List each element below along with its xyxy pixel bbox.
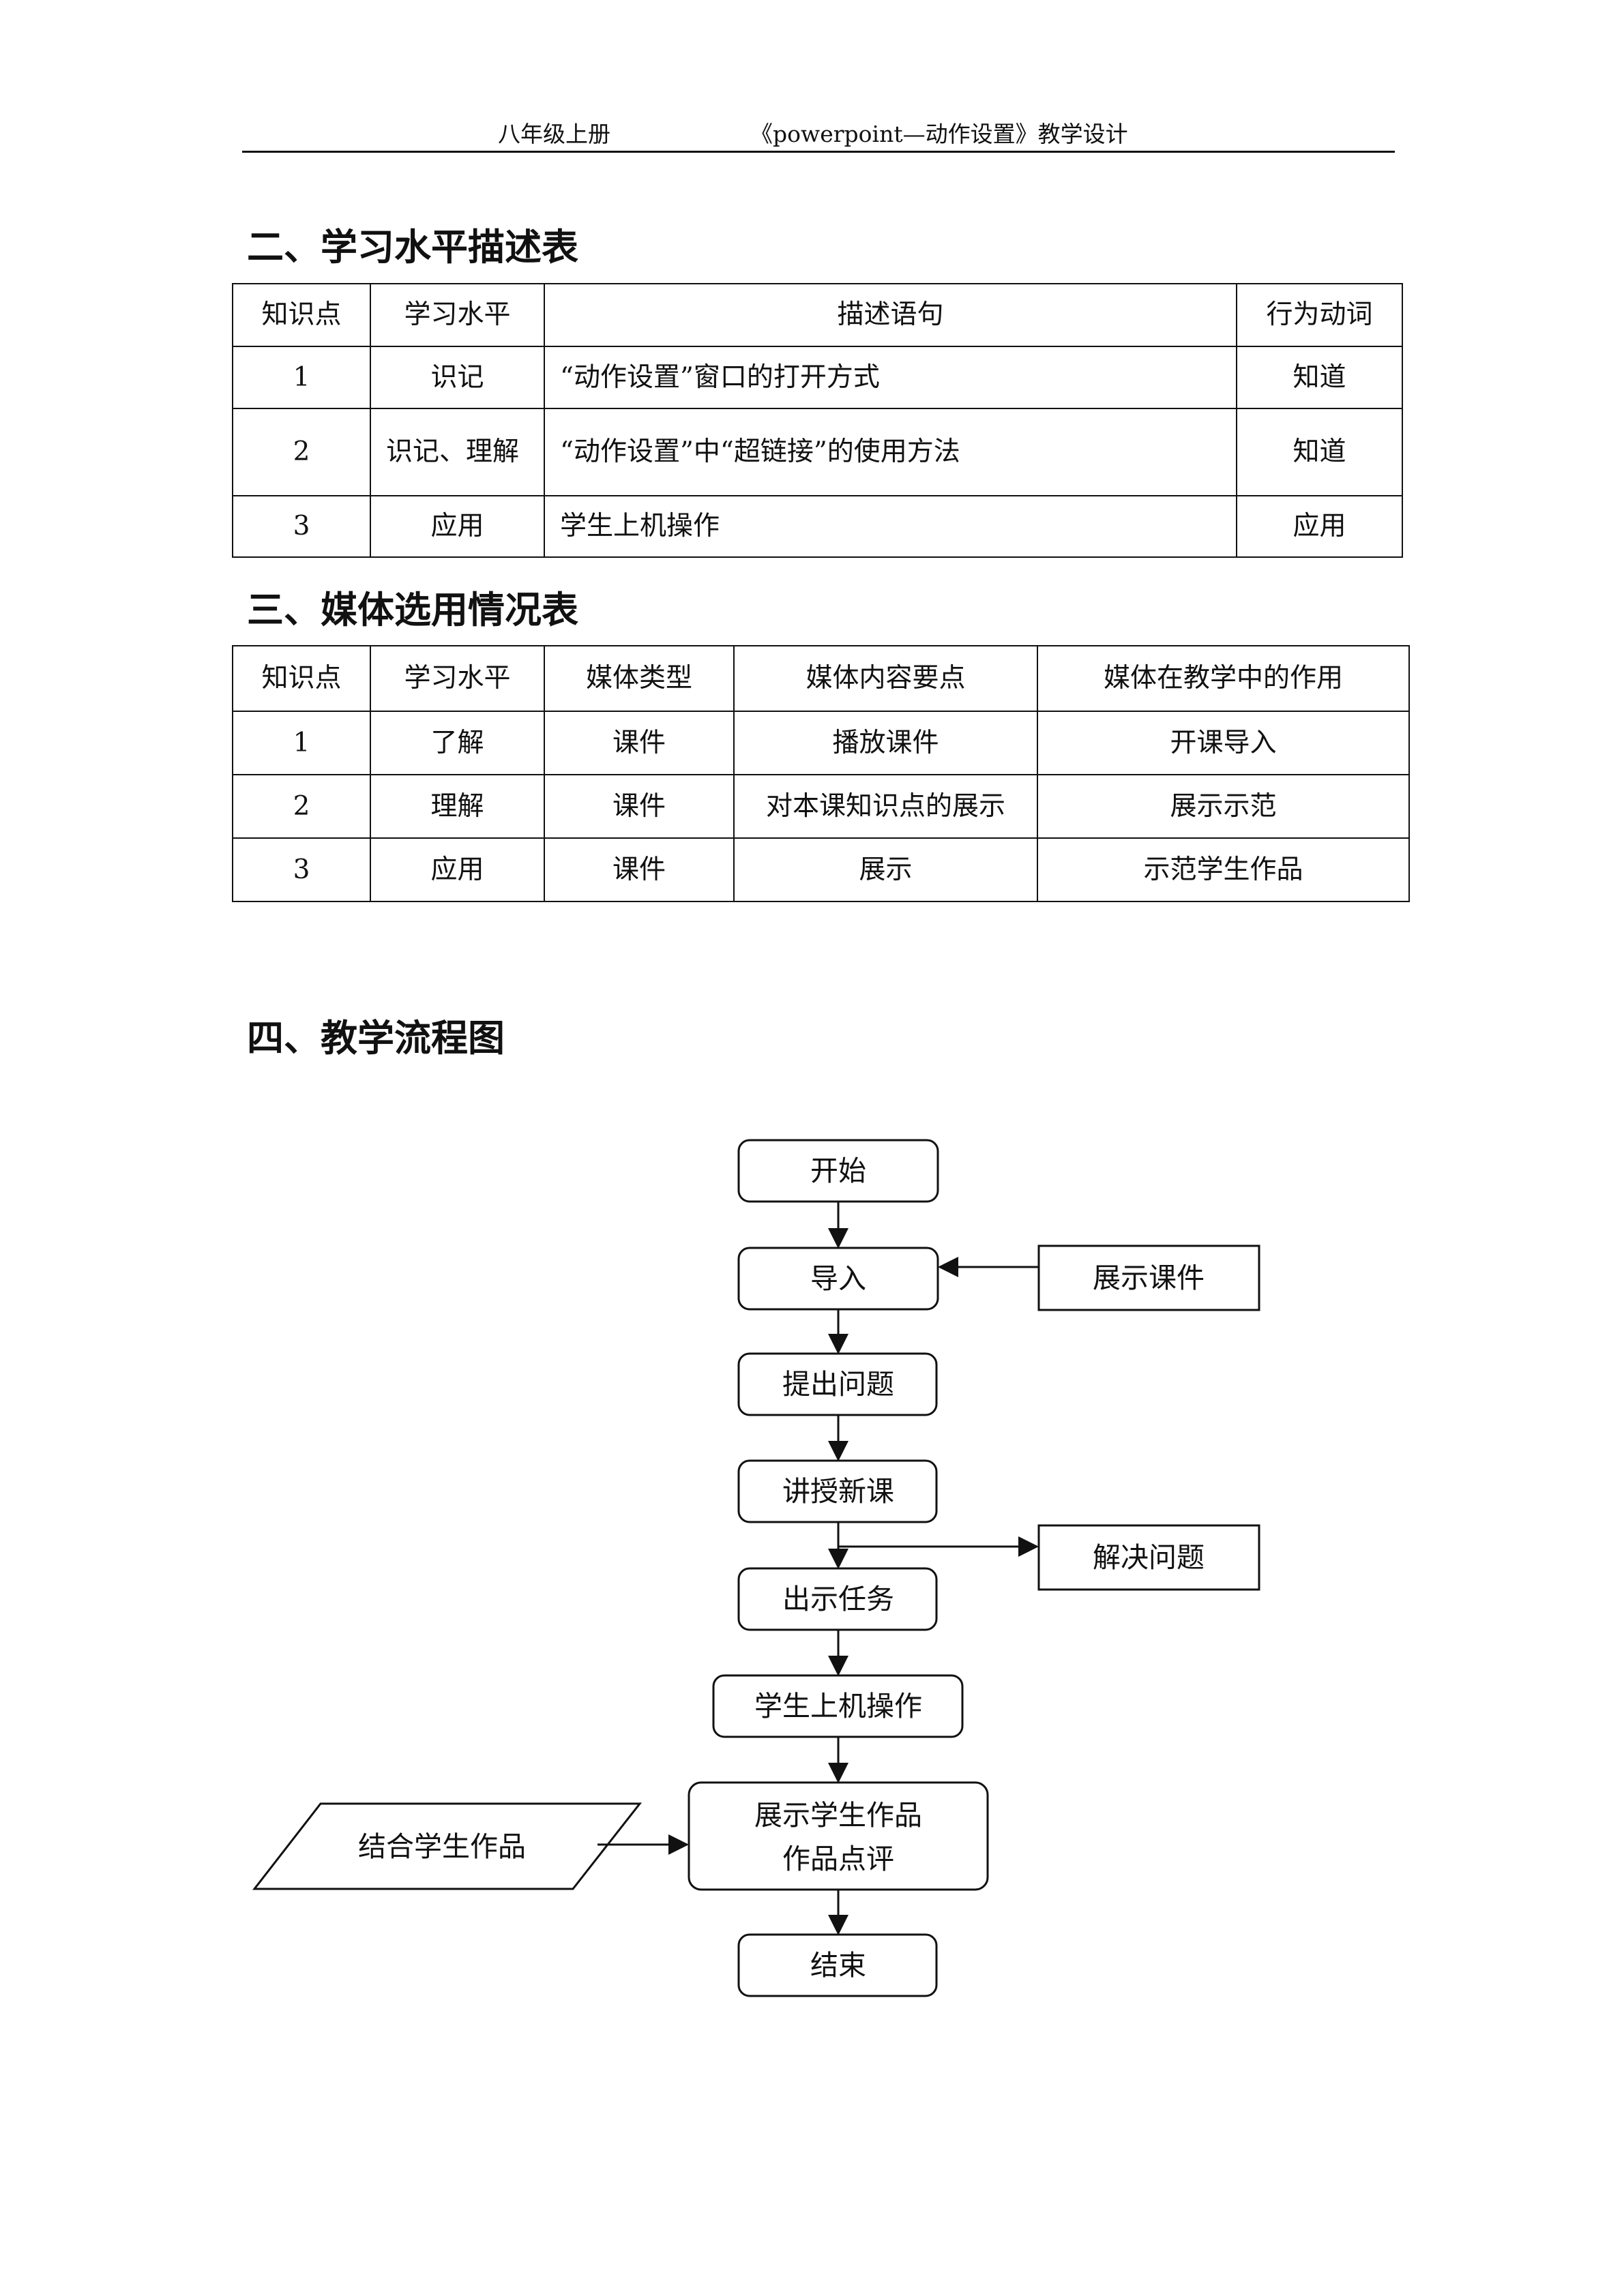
table-cell: 展示示范 [1037,774,1410,839]
table-cell: 理解 [370,774,545,839]
table-cell: “动作设置”窗口的打开方式 [544,346,1237,409]
section3-title: 三、媒体选用情况表 [247,588,578,631]
table-cell: 3 [232,495,371,558]
table-row: 3 应用 学生上机操作 应用 [232,495,1403,558]
table-cell: 课件 [544,837,735,902]
table-cell: 播放课件 [733,711,1038,775]
table-cell: 课件 [544,711,735,775]
table-cell: 知道 [1236,408,1403,496]
table-cell: “动作设置”中“超链接”的使用方法 [544,408,1237,496]
flow-label-combine: 结合学生作品 [358,1830,526,1863]
flow-label-review: 作品点评 [782,1843,894,1875]
table-cell: 应用 [370,495,545,558]
flow-label-teach: 讲授新课 [782,1475,894,1508]
table-row: 3 应用 课件 展示 示范学生作品 [232,837,1410,902]
flow-label-end: 结束 [810,1949,866,1982]
flow-input-combine [252,1802,643,1890]
table-cell: 识记 [370,346,545,409]
table-cell: 3 [232,837,371,902]
media-selection-table: 知识点 学习水平 媒体类型 媒体内容要点 媒体在教学中的作用 1 了解 课件 播… [232,645,1410,902]
header-title: 《powerpoint—动作设置》教学设计 [750,121,1128,147]
table-cell: 了解 [370,711,545,775]
table-row: 1 识记 “动作设置”窗口的打开方式 知道 [232,346,1403,409]
flow-label-show-works: 展示学生作品 [754,1799,922,1832]
table-cell: 1 [232,346,371,409]
table-cell: 示范学生作品 [1037,837,1410,902]
table-cell: 应用 [370,837,545,902]
flow-label-solve: 解决问题 [1093,1541,1205,1574]
table-row: 2 识记、理解 “动作设置”中“超链接”的使用方法 知道 [232,408,1403,496]
section4-title: 四、教学流程图 [247,1017,505,1060]
column-header: 媒体在教学中的作用 [1037,645,1410,712]
table-cell: 识记、理解 [370,408,545,496]
table-cell: 知道 [1236,346,1403,409]
table-cell: 2 [232,408,371,496]
flow-label-intro: 导入 [810,1262,866,1295]
table-row: 1 了解 课件 播放课件 开课导入 [232,711,1410,775]
header-rule [242,151,1395,153]
flow-box-show-courseware [1037,1244,1260,1311]
table-cell: 对本课知识点的展示 [733,774,1038,839]
table-row: 2 理解 课件 对本课知识点的展示 展示示范 [232,774,1410,839]
flow-label-practice: 学生上机操作 [754,1690,922,1723]
column-header: 描述语句 [544,283,1237,347]
section2-title: 二、学习水平描述表 [247,226,578,269]
column-header: 学习水平 [370,645,545,712]
page-header: 八年级上册 《powerpoint—动作设置》教学设计 [242,109,1395,153]
flow-label-ask: 提出问题 [782,1368,894,1401]
table-cell: 1 [232,711,371,775]
flow-label-task: 出示任务 [782,1583,894,1615]
table-cell: 应用 [1236,495,1403,558]
table-cell: 开课导入 [1037,711,1410,775]
learning-level-table: 知识点 学习水平 描述语句 行为动词 1 识记 “动作设置”窗口的打开方式 知道… [232,283,1403,558]
table-cell: 课件 [544,774,735,839]
column-header: 媒体内容要点 [733,645,1038,712]
column-header: 媒体类型 [544,645,735,712]
table-cell: 2 [232,774,371,839]
column-header: 知识点 [232,283,371,347]
column-header: 行为动词 [1236,283,1403,347]
table-cell: 展示 [733,837,1038,902]
flow-label-start: 开始 [810,1154,866,1187]
table-header-row: 知识点 学习水平 媒体类型 媒体内容要点 媒体在教学中的作用 [232,645,1410,712]
header-grade: 八年级上册 [498,121,610,147]
column-header: 学习水平 [370,283,545,347]
flow-box-solve [1037,1524,1260,1591]
column-header: 知识点 [232,645,371,712]
flow-label-show-courseware: 展示课件 [1093,1262,1205,1294]
table-cell: 学生上机操作 [544,495,1237,558]
table-header-row: 知识点 学习水平 描述语句 行为动词 [232,283,1403,347]
